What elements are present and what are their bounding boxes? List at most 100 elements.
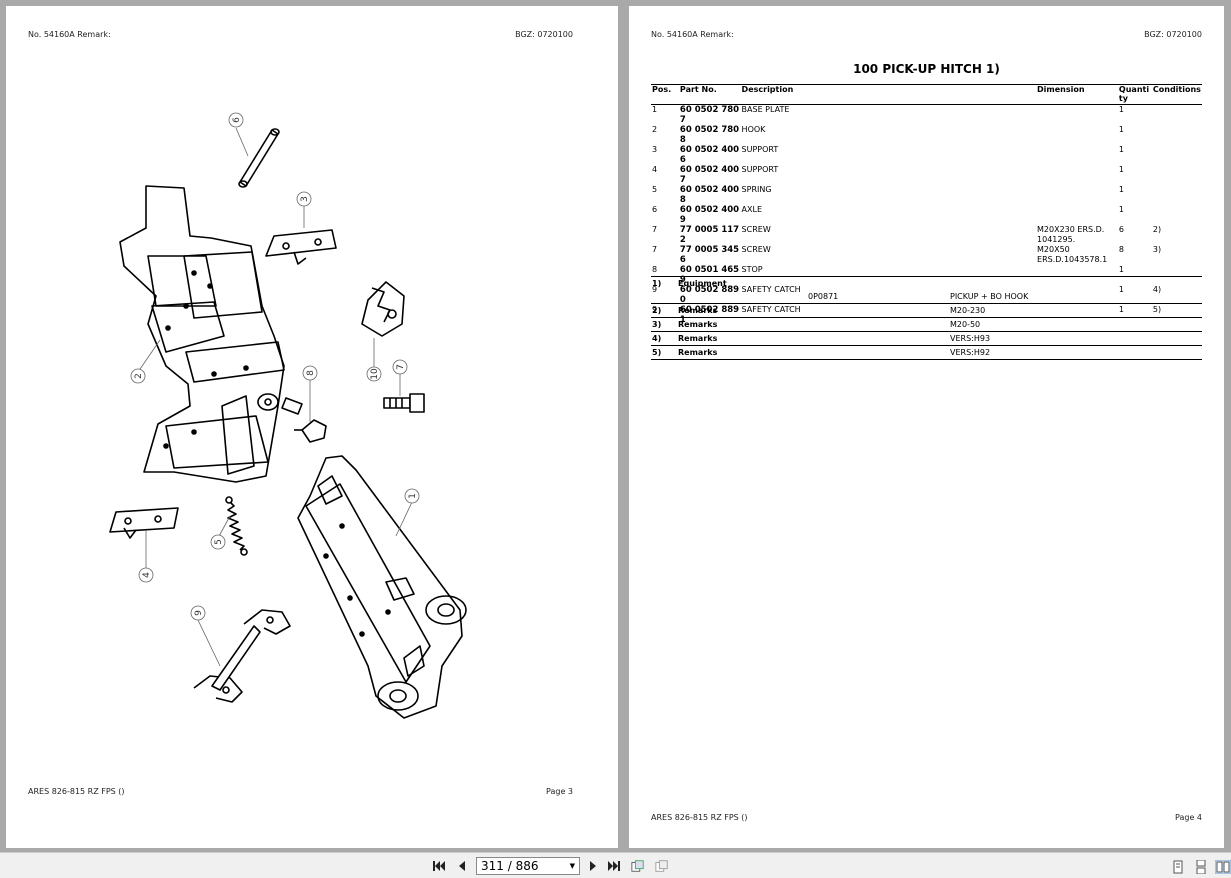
two-page-icon[interactable]	[1214, 859, 1231, 875]
cell-pos: 7	[652, 245, 658, 254]
right-header-left: No. 54160A Remark:	[651, 30, 734, 39]
remark-ref: 4)	[651, 331, 677, 346]
remark-row: 1)Equipment	[651, 276, 1202, 290]
cell-pos: 6	[652, 205, 658, 214]
page-title: 100 PICK-UP HITCH 1)	[853, 62, 1000, 76]
part-support-4-drawing	[109, 507, 179, 539]
cell-description: SCREW	[741, 245, 771, 254]
cell-quantity: 6	[1118, 225, 1125, 234]
col-part-no: Part No.	[678, 84, 741, 105]
cell-dimension	[1036, 205, 1118, 225]
cell-description: HOOK	[741, 125, 766, 134]
cell-dimension: M20X50 ERS.D.1043578.1	[1037, 245, 1108, 264]
left-footer-right: Page 3	[546, 787, 573, 796]
remark-ref: 1)	[651, 276, 677, 290]
cell-quantity: 1	[1118, 185, 1125, 194]
cell-description: SUPPORT	[741, 145, 779, 154]
parts-table-header: Pos. Part No. Description Dimension Quan…	[651, 84, 1202, 105]
page-indicator-text: 311 / 886	[481, 859, 539, 873]
col-pos: Pos.	[651, 84, 679, 105]
callout-7: 7	[396, 364, 406, 370]
cell-part-no: 60 0502 889 0	[679, 285, 740, 305]
callout-6: 6	[232, 117, 242, 123]
cell-pos: 8	[652, 265, 658, 274]
left-header-left: No. 54160A Remark:	[28, 30, 111, 39]
first-page-icon[interactable]	[432, 859, 446, 873]
spacer	[651, 290, 677, 304]
left-page: No. 54160A Remark: BGZ: 0720100	[6, 6, 618, 848]
cell-pos: 7	[652, 225, 658, 234]
cell-conditions	[1152, 125, 1202, 145]
fit-page-icon[interactable]	[631, 859, 645, 873]
callout-3: 3	[300, 196, 310, 202]
cell-conditions	[1152, 145, 1202, 165]
cell-dimension	[1036, 165, 1118, 185]
right-footer-left: ARES 826-815 RZ FPS ()	[651, 813, 748, 822]
last-page-icon[interactable]	[607, 859, 621, 873]
page-number-input[interactable]: 311 / 886 ▼	[476, 857, 580, 875]
col-description: Description	[740, 84, 1037, 105]
remark-text: VERS:H93	[949, 331, 1202, 346]
part-base-plate-drawing	[297, 455, 467, 719]
col-dimension: Dimension	[1036, 84, 1118, 105]
cell-part-no: 60 0502 780 7	[679, 105, 740, 125]
cell-part-no: 60 0502 400 6	[679, 145, 740, 165]
cell-pos: 2	[652, 125, 658, 134]
cell-description: AXLE	[741, 205, 763, 214]
left-header-right: BGZ: 0720100	[515, 30, 573, 39]
fit-width-icon[interactable]	[655, 859, 669, 873]
single-page-icon[interactable]	[1171, 859, 1185, 874]
col-quantity: Quanti ty	[1117, 84, 1152, 105]
col-conditions: Conditions	[1151, 84, 1202, 105]
spacer	[807, 317, 949, 332]
remark-ref: 3)	[651, 317, 677, 332]
part-catch-drawing	[361, 281, 405, 337]
remark-label: Remarks	[677, 303, 807, 318]
right-footer-right: Page 4	[1175, 813, 1202, 822]
cell-part-no: 77 0005 345 6	[679, 245, 740, 265]
cell-quantity: 1	[1118, 145, 1125, 154]
exploded-parts-diagram: 6 3 2 10 7 8 1 4 5 9	[109, 112, 467, 719]
cell-part-no: 60 0502 400 9	[679, 205, 740, 225]
cell-dimension	[1036, 105, 1118, 126]
cell-dimension	[1036, 145, 1118, 165]
continuous-icon[interactable]	[1194, 859, 1208, 875]
part-spring-drawing	[225, 496, 248, 556]
cell-dimension	[1036, 125, 1118, 145]
cell-conditions	[1152, 105, 1202, 126]
callout-1: 1	[408, 493, 418, 499]
part-hook-drawing	[119, 185, 303, 483]
cell-conditions	[1152, 185, 1202, 205]
cell-part-no: 60 0502 780 8	[679, 125, 740, 145]
left-footer-left: ARES 826-815 RZ FPS ()	[28, 787, 125, 796]
right-header-right: BGZ: 0720100	[1144, 30, 1202, 39]
remark-ref: 5)	[651, 345, 677, 360]
remark-label: Remarks	[677, 317, 807, 332]
chevron-down-icon[interactable]: ▼	[569, 862, 575, 870]
cell-description: SUPPORT	[741, 165, 779, 174]
part-support-3-drawing	[265, 229, 337, 265]
remark-text: M20-230	[949, 303, 1202, 318]
next-page-icon[interactable]	[586, 859, 600, 873]
callout-4: 4	[142, 572, 152, 578]
spacer	[807, 345, 949, 360]
remark-code: 0P0871	[808, 292, 839, 301]
prev-page-icon[interactable]	[455, 859, 469, 873]
cell-quantity: 1	[1118, 125, 1125, 134]
cell-quantity: 8	[1118, 245, 1125, 254]
remark-text: VERS:H92	[949, 345, 1202, 360]
cell-quantity: 1	[1118, 105, 1125, 114]
part-safety-catch-drawing	[193, 609, 291, 703]
right-page: No. 54160A Remark: BGZ: 0720100 100 PICK…	[629, 6, 1224, 848]
cell-description: STOP	[741, 265, 763, 274]
callout-2: 2	[134, 373, 144, 379]
